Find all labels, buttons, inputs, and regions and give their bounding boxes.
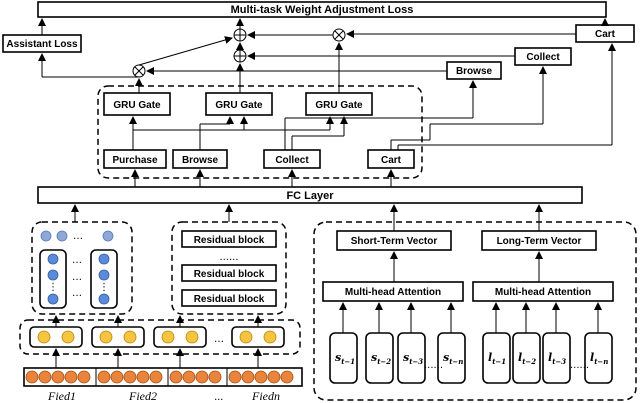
- svg-text:…: …: [214, 334, 224, 345]
- input-purchase-label: Purchase: [112, 155, 157, 166]
- svg-text:......: ......: [424, 360, 443, 371]
- attention-group: [313, 221, 637, 401]
- residual-block-1: [181, 230, 277, 248]
- input-collect-label: Collect: [275, 155, 309, 166]
- embedding-group: [31, 221, 133, 315]
- svg-text:⋮: ⋮: [99, 282, 109, 293]
- residual-block-2: [181, 264, 277, 282]
- mha-short-box: [322, 281, 464, 302]
- residual-block-2-label: Residual block: [194, 269, 265, 280]
- field-label-n: Fiedn: [251, 389, 280, 403]
- input-cart-label: Cart: [381, 155, 402, 166]
- top-connections: [38, 18, 609, 78]
- input-wiring: [129, 43, 616, 150]
- residual-block-3-label: Residual block: [194, 294, 265, 305]
- mha-long-label: Multi-head Attention: [495, 287, 591, 298]
- fc-to-inputs: [131, 169, 395, 187]
- l-sequence: lt−1 lt−2 lt−3 ...... lt−n: [482, 302, 613, 384]
- field-label-1: Fied1: [47, 389, 76, 403]
- svg-text:…: …: [72, 288, 82, 299]
- residual-block-1-label: Residual block: [194, 235, 265, 246]
- fc-layer-label: FC Layer: [286, 190, 334, 202]
- svg-text:…: …: [72, 255, 82, 266]
- gru-gate-3-label: GRU Gate: [315, 100, 363, 111]
- mha-long-box: [472, 281, 614, 302]
- field-inputs: [25, 368, 294, 386]
- s-sequence: st−1 st−2 st−3 ...... st−n: [329, 302, 466, 384]
- gru-gate-2-label: GRU Gate: [215, 100, 263, 111]
- residual-dots: ......: [219, 252, 238, 263]
- gru-outputs: [135, 42, 343, 93]
- assistant-loss-label: Assistant Loss: [6, 39, 78, 50]
- gru-gate-2: [205, 92, 273, 116]
- multiply-operator-left: [132, 64, 146, 78]
- svg-text:⋮: ⋮: [48, 282, 58, 293]
- field-label-dots: ...: [215, 389, 224, 403]
- embedding-bubbles: … ⋮ … … … ⋮: [39, 230, 118, 309]
- gru-gate-1: [103, 92, 171, 116]
- field-to-embedding: [52, 315, 262, 368]
- multiply-operator-right: [332, 28, 346, 42]
- browse-top-label: Browse: [456, 66, 493, 77]
- short-term-label: Short-Term Vector: [351, 236, 438, 247]
- collect-top-label: Collect: [526, 52, 560, 63]
- loss-title: Multi-task Weight Adjustment Loss: [231, 4, 414, 16]
- fc-layer-box: [37, 186, 583, 204]
- svg-text:…: …: [73, 231, 83, 242]
- loss-title-box: [37, 1, 607, 18]
- svg-text:......: ......: [570, 360, 589, 371]
- field-label-2: Fied2: [128, 389, 157, 403]
- residual-block-3: [181, 289, 277, 307]
- gru-gate-1-label: GRU Gate: [113, 100, 161, 111]
- residual-group: [171, 221, 287, 315]
- svg-text:…: …: [72, 272, 82, 283]
- input-purchase: [103, 149, 167, 169]
- input-browse-label: Browse: [182, 155, 219, 166]
- field-embedding-group: [19, 319, 301, 355]
- mha-short-label: Multi-head Attention: [345, 287, 441, 298]
- plus-operator-mid: [233, 49, 247, 63]
- field-embeddings: …: [29, 326, 285, 348]
- plus-operator-top: [233, 28, 247, 42]
- gru-group: [97, 85, 423, 179]
- long-term-label: Long-Term Vector: [497, 236, 582, 247]
- cart-top-label: Cart: [595, 29, 616, 40]
